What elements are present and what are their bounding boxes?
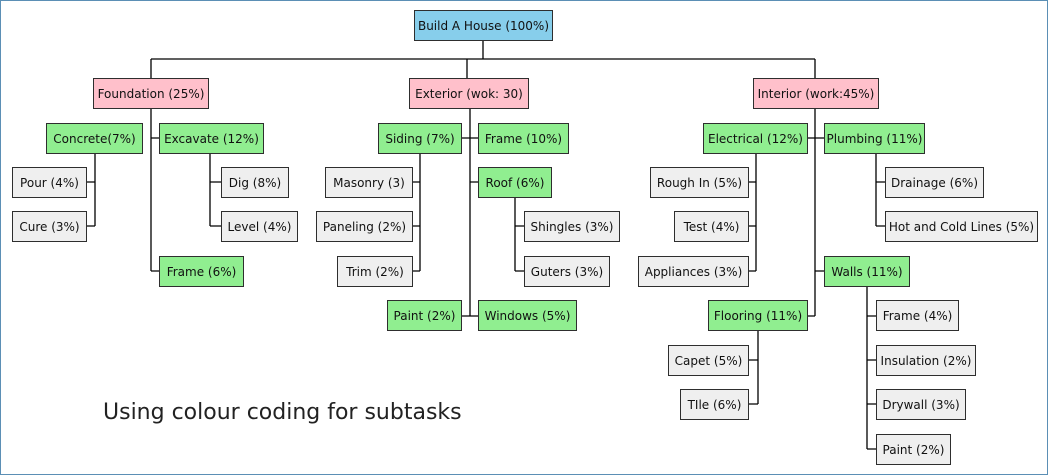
node-insulation: Insulation (2%) — [876, 345, 976, 376]
node-drainage: Drainage (6%) — [885, 167, 984, 198]
node-concrete: Concrete(7%) — [46, 123, 143, 154]
node-siding: Siding (7%) — [378, 123, 462, 154]
node-electrical: Electrical (12%) — [703, 123, 808, 154]
node-drywall: Drywall (3%) — [876, 389, 966, 420]
node-foundation: Foundation (25%) — [93, 78, 209, 109]
node-excavate: Excavate (12%) — [159, 123, 264, 154]
node-exterior-paint: Paint (2%) — [387, 300, 462, 331]
node-foundation-frame: Frame (6%) — [159, 256, 244, 287]
node-cure: Cure (3%) — [12, 211, 87, 242]
node-pour: Pour (4%) — [12, 167, 87, 198]
node-appliances: Appliances (3%) — [638, 256, 749, 287]
node-flooring: Flooring (11%) — [708, 300, 808, 331]
node-hot-and-cold-lines: Hot and Cold Lines (5%) — [885, 211, 1038, 242]
node-shingles: Shingles (3%) — [524, 211, 620, 242]
node-roof: Roof (6%) — [478, 167, 552, 198]
node-rough-in: Rough In (5%) — [650, 167, 749, 198]
node-exterior: Exterior (wok: 30) — [409, 78, 529, 109]
node-plumbing: Plumbing (11%) — [824, 123, 925, 154]
node-build-a-house: Build A House (100%) — [414, 10, 553, 41]
node-test: Test (4%) — [674, 211, 749, 242]
node-dig: Dig (8%) — [221, 167, 289, 198]
node-exterior-frame: Frame (10%) — [478, 123, 569, 154]
node-trim: Trim (2%) — [337, 256, 413, 287]
node-paneling: Paneling (2%) — [316, 211, 413, 242]
node-tile: TIle (6%) — [680, 389, 749, 420]
node-windows: Windows (5%) — [478, 300, 577, 331]
node-capet: Capet (5%) — [668, 345, 749, 376]
node-walls-frame: Frame (4%) — [876, 300, 959, 331]
node-guters: Guters (3%) — [524, 256, 610, 287]
node-interior: Interior (work:45%) — [753, 78, 879, 109]
node-walls: Walls (11%) — [824, 256, 910, 287]
node-masonry: Masonry (3) — [325, 167, 413, 198]
caption: Using colour coding for subtasks — [103, 400, 462, 425]
node-walls-paint: Paint (2%) — [876, 434, 951, 465]
node-level: Level (4%) — [221, 211, 298, 242]
